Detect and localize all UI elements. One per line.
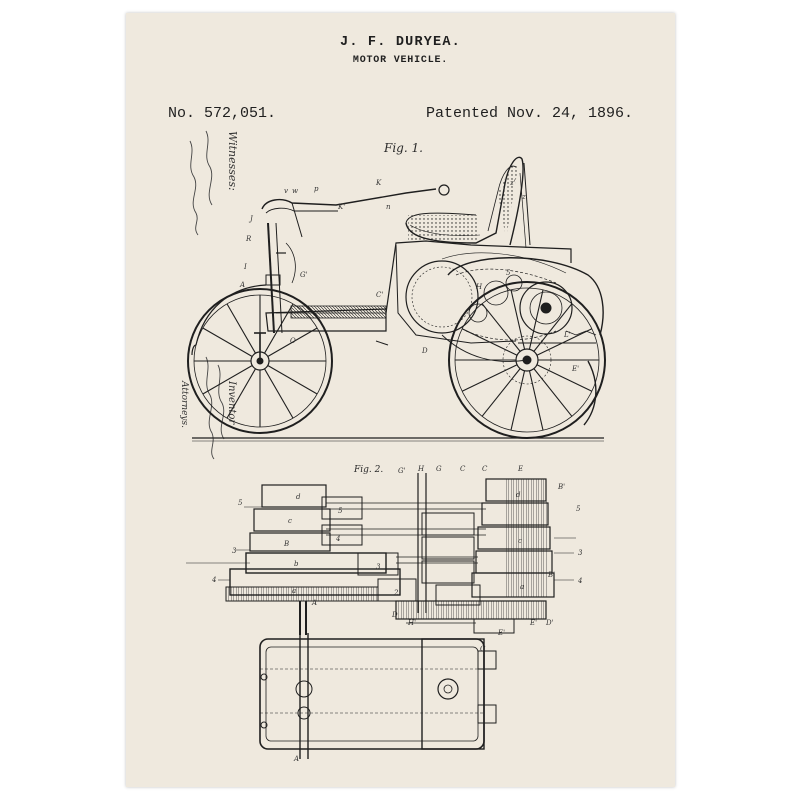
wheel-spoke	[264, 368, 294, 419]
svg-text:C: C	[480, 645, 486, 653]
svg-text:w: w	[292, 187, 298, 195]
figure-2-labels: d c Bb aA 5 3 4 d c a B' 5 3 4 B' G' H G C C E H…	[211, 465, 583, 763]
svg-text:5: 5	[338, 507, 343, 515]
svg-text:E': E'	[571, 365, 579, 373]
figure-2-label: Fig. 2.	[354, 465, 384, 475]
inventor-signature: Inventor Attorneys.	[179, 356, 237, 460]
svg-text:C: C	[460, 465, 466, 473]
svg-text:v: v	[284, 187, 288, 195]
svg-text:3: 3	[232, 547, 237, 555]
svg-text:E': E'	[529, 619, 537, 627]
svg-text:4: 4	[211, 576, 216, 584]
svg-text:4: 4	[577, 577, 582, 585]
seat	[405, 156, 531, 249]
patent-sheet: J. F. DURYEA. MOTOR VEHICLE. No. 572,051…	[126, 13, 675, 787]
svg-text:c: c	[518, 537, 522, 545]
svg-text:K: K	[375, 179, 382, 187]
svg-text:b: b	[294, 560, 299, 568]
svg-text:G: G	[436, 465, 442, 473]
wheel-spoke	[226, 303, 256, 354]
wheel-spoke	[528, 289, 544, 350]
svg-text:A: A	[293, 755, 299, 763]
steering-assembly	[254, 184, 450, 361]
wheel-spoke	[528, 370, 544, 431]
svg-text:B': B'	[557, 483, 565, 491]
svg-text:J: J	[248, 215, 254, 223]
svg-text:B': B'	[547, 571, 555, 579]
svg-text:d: d	[516, 491, 521, 499]
wheel-spoke	[481, 368, 521, 417]
witnesses-signature: Witnesses:	[189, 130, 239, 236]
svg-text:L': L'	[563, 331, 571, 339]
engine-block	[259, 633, 497, 759]
attorneys-label: Attorneys.	[179, 380, 189, 428]
svg-text:D: D	[391, 611, 398, 619]
wheel-spoke	[202, 365, 253, 395]
svg-text:p: p	[314, 185, 319, 193]
wheel-spoke	[510, 370, 526, 431]
svg-text:d: d	[296, 493, 301, 501]
svg-text:G': G'	[398, 467, 406, 475]
svg-text:D: D	[421, 347, 428, 355]
svg-text:z': z'	[509, 179, 516, 187]
svg-text:5: 5	[506, 269, 511, 277]
svg-text:I: I	[243, 263, 247, 271]
svg-text:D': D'	[545, 619, 554, 627]
patent-drawing: Witnesses: Inventor Attorneys.	[179, 130, 606, 763]
inventor-label: Inventor	[226, 380, 237, 425]
svg-text:G': G'	[300, 271, 308, 279]
figure-1-label: Fig. 1.	[384, 141, 423, 155]
svg-text:K': K'	[337, 203, 345, 211]
wheel-spoke	[533, 303, 573, 352]
svg-text:H: H	[475, 283, 483, 291]
wheel-spoke	[481, 303, 521, 352]
svg-text:C': C'	[376, 291, 383, 299]
patent-title: MOTOR VEHICLE.	[352, 55, 449, 66]
wheel-spoke	[267, 365, 318, 395]
svg-text:a: a	[520, 583, 524, 591]
svg-text:a: a	[292, 587, 296, 595]
svg-text:R: R	[245, 235, 252, 243]
svg-text:2: 2	[393, 589, 399, 597]
svg-text:E': E'	[497, 629, 505, 637]
witnesses-label: Witnesses:	[226, 131, 239, 191]
svg-text:3: 3	[376, 563, 381, 571]
wheel-spoke	[267, 327, 318, 357]
svg-text:H': H'	[407, 619, 416, 627]
svg-text:5: 5	[576, 505, 581, 513]
svg-text:z: z	[521, 193, 526, 201]
figure-2-mechanism	[186, 473, 576, 759]
wheel-spoke	[202, 327, 253, 357]
svg-text:n: n	[386, 203, 391, 211]
svg-text:B: B	[283, 540, 289, 548]
wheel-spoke	[461, 364, 518, 392]
svg-text:A: A	[311, 599, 317, 607]
wheel-spoke	[536, 328, 593, 356]
patent-date: Patented Nov. 24, 1896.	[425, 105, 633, 122]
svg-text:c: c	[288, 517, 292, 525]
inventor-name: J. F. DURYEA.	[340, 35, 461, 50]
svg-text:H: H	[417, 465, 425, 473]
svg-text:A: A	[239, 281, 245, 289]
svg-text:C: C	[482, 465, 488, 473]
wheel-spoke	[226, 368, 256, 419]
wheel-spoke	[533, 368, 573, 417]
svg-text:E: E	[517, 465, 523, 473]
wheel-spoke	[536, 364, 593, 392]
figure-1-vehicle	[187, 156, 606, 442]
svg-text:O: O	[290, 337, 296, 345]
svg-text:5: 5	[238, 499, 243, 507]
svg-text:3: 3	[578, 549, 583, 557]
svg-text:4: 4	[335, 535, 340, 543]
patent-number: No. 572,051.	[168, 105, 277, 122]
wheel-spoke	[264, 303, 294, 354]
